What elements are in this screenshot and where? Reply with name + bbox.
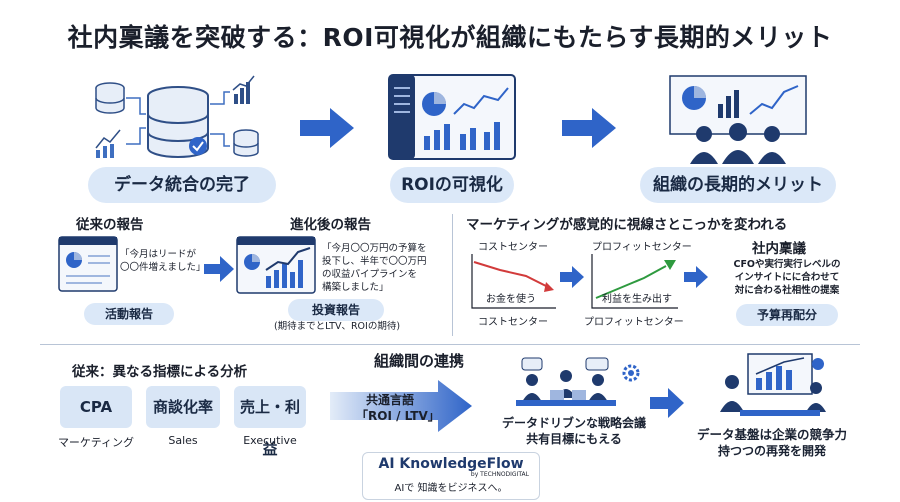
after-report-quote: 「今月〇〇万円の予算を 投下し、半年で〇〇万円 の収益パイプラインを 構築しまし… (322, 243, 427, 293)
profit-center-bottom-label: プロフィットセンター (584, 317, 684, 328)
step-long-term-benefit: 組織の長期的メリット (640, 167, 836, 203)
gear-icon (622, 364, 640, 382)
profit-center-top-label: プロフィットセンター (592, 242, 692, 253)
brand-logo-tagline: AIで 知識をビジネスへ。 (394, 483, 508, 494)
report-doc-icon (58, 236, 118, 292)
dashboard-icon (388, 74, 516, 160)
internal-approval-text: CFOや実行実行レベルの インサイトにに合わせて 対に合わる社相性の提案 (733, 259, 841, 296)
investment-report-label: 投資報告 (288, 299, 384, 321)
brand-logo-name: AI KnowledgeFlow (378, 456, 524, 472)
cost-center-top-label: コストセンター (478, 242, 548, 253)
metric-cpa: CPA (60, 386, 132, 428)
traditional-metrics-heading: 従来：異なる指標による分析 (72, 364, 248, 380)
page-title: 社内稟議を突破する：ROI可視化が組織にもたらす長期的メリット (67, 23, 833, 52)
metric-revenue-profit: 売上・利益 (234, 386, 306, 458)
arrow-right-icon (684, 266, 708, 288)
step-data-integration: データ統合の完了 (88, 167, 276, 203)
investment-report-sub: (期待までとLTV、ROIの期待) (273, 321, 401, 332)
metric-revenue-profit-dept: Executive (243, 434, 297, 447)
common-language-label: 共通言語 (366, 393, 415, 407)
section-divider (40, 344, 860, 345)
arrow-right-icon (560, 266, 584, 288)
team-meeting-icon (669, 75, 807, 164)
executive-growth-icon (720, 353, 826, 416)
arrow-right-icon (204, 256, 234, 282)
strategy-meeting-label: データドリブンな戦略会議 (501, 416, 646, 430)
cross-org-heading: 組織間の連携 (374, 352, 465, 370)
profit-center-chart (591, 254, 678, 309)
step-roi-visualization: ROIの可視化 (390, 167, 514, 203)
shared-goal-label: 共有目標にもえる (526, 432, 622, 446)
team-meeting-icon (516, 357, 616, 406)
brand-logo: AI KnowledgeFlow by TECHNODIGITAL AIで 知識… (362, 452, 540, 500)
arrow-right-icon (562, 108, 616, 148)
budget-reallocation-label: 予算再配分 (736, 304, 838, 326)
database-cluster-icon (95, 75, 259, 158)
section-divider (452, 214, 453, 336)
marketing-shift-heading: マーケティングが感覚的に視線さとこっかを変われる (466, 217, 788, 233)
metric-cpa-dept: マーケティング (57, 436, 135, 449)
arrow-right-icon (650, 388, 684, 418)
profit-center-inner-label: 利益を生み出す (602, 294, 672, 305)
arrow-right-icon (330, 380, 472, 432)
arrow-right-icon (300, 108, 354, 148)
activity-report-label: 活動報告 (84, 303, 174, 325)
before-report-quote: 「今月はリードが 〇〇件増えました」 (120, 249, 206, 273)
data-infra-sub: 持つつの再発を開発 (717, 444, 826, 458)
metric-deal-rate: 商談化率 (146, 386, 220, 428)
metric-deal-rate-dept: Sales (168, 434, 198, 447)
internal-approval-title: 社内稟議 (752, 241, 806, 257)
after-report-title: 進化後の報告 (290, 217, 371, 233)
brand-logo-by: by TECHNODIGITAL (470, 471, 529, 478)
cost-center-inner-label: お金を使う (486, 294, 536, 305)
cost-center-chart (471, 254, 556, 309)
before-report-title: 従来の報告 (76, 217, 144, 233)
data-infra-competitiveness: データ基盤は企業の競争力 (696, 427, 847, 442)
cost-center-bottom-label: コストセンター (478, 317, 548, 328)
growth-report-icon (236, 236, 316, 294)
common-language-value: 「ROI / LTV」 (356, 409, 440, 423)
